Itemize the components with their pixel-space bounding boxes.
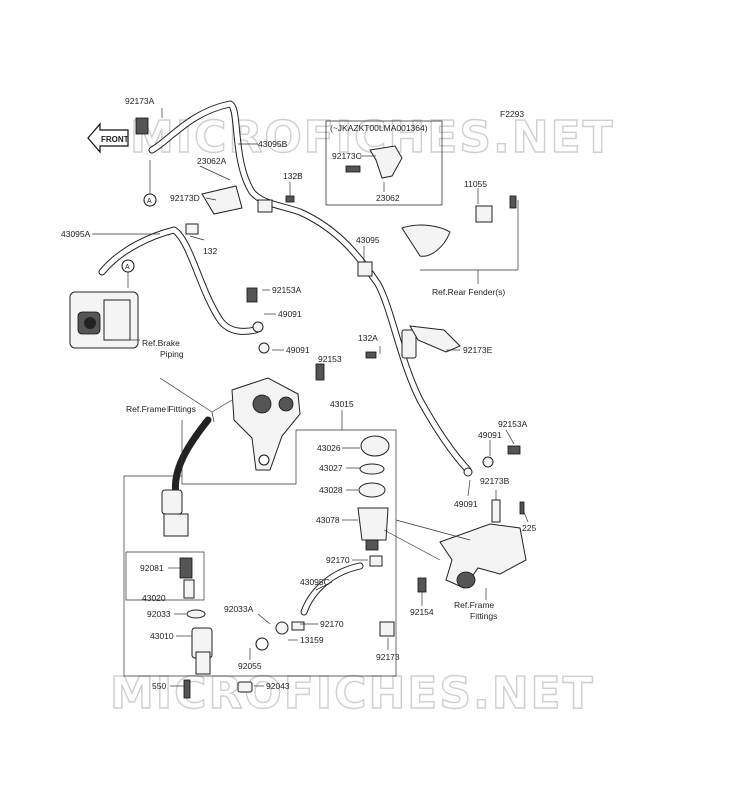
note-brake-piping-2: Piping xyxy=(160,349,184,359)
fittings-shapes xyxy=(135,117,525,651)
marker-a-mid-label: A xyxy=(125,264,130,271)
label-23062A: 23062A xyxy=(197,156,227,166)
label-43095: 43095 xyxy=(356,235,380,245)
note-frame-fittings-left: Ref.Frame Fittings xyxy=(126,404,196,414)
leader-lines xyxy=(92,108,529,687)
label-92173B: 92173B xyxy=(480,476,510,486)
label-49091-d: 49091 xyxy=(454,499,478,509)
label-49091-c: 49091 xyxy=(478,430,502,440)
label-11055: 11055 xyxy=(464,179,487,189)
label-92173E: 92173E xyxy=(463,345,493,355)
master-cylinder-bracket-shape xyxy=(231,377,301,471)
label-92055: 92055 xyxy=(238,661,262,671)
label-43095B: 43095B xyxy=(258,139,288,149)
pushrod-assembly-shape xyxy=(161,489,253,699)
label-23062: 23062 xyxy=(376,193,400,203)
reservoir-assembly-shape xyxy=(357,435,390,551)
label-92033A: 92033A xyxy=(224,604,254,614)
note-rear-fender: Ref.Rear Fender(s) xyxy=(432,287,505,297)
label-92170-b: 92170 xyxy=(320,619,344,629)
label-92154: 92154 xyxy=(410,607,434,617)
marker-a-mid: A xyxy=(121,259,135,273)
front-arrow-icon: FRONT xyxy=(87,122,129,154)
label-13159: 13159 xyxy=(300,635,324,645)
label-43078: 43078 xyxy=(316,515,340,525)
label-92081: 92081 xyxy=(140,563,164,573)
label-43010: 43010 xyxy=(150,631,174,641)
label-92173C: 92173C xyxy=(332,151,362,161)
note-frame-fittings-right-1: Ref.Frame xyxy=(454,600,494,610)
label-43095C: 43095C xyxy=(300,577,330,587)
bracket-23062-shape xyxy=(345,145,403,179)
diagram-code: F2293 xyxy=(500,109,524,119)
label-92173A: 92173A xyxy=(125,96,155,106)
label-132A: 132A xyxy=(358,333,378,343)
label-225: 225 xyxy=(522,523,536,533)
label-43015: 43015 xyxy=(330,399,354,409)
label-92043: 92043 xyxy=(266,681,290,691)
label-92170-a: 92170 xyxy=(326,555,350,565)
label-43026: 43026 xyxy=(317,443,341,453)
rear-master-cylinder-shape xyxy=(439,523,527,589)
part-labels: 92173A 43095B 23062A 92173D 132B 132 430… xyxy=(61,96,536,691)
label-49091-a: 49091 xyxy=(278,309,302,319)
label-92153A-right: 92153A xyxy=(498,419,528,429)
label-92033: 92033 xyxy=(147,609,171,619)
label-43028: 43028 xyxy=(319,485,343,495)
label-92153A-top: 92153A xyxy=(272,285,302,295)
note-frame-fittings-right-2: Fittings xyxy=(470,611,497,621)
label-43027: 43027 xyxy=(319,463,343,473)
label-550: 550 xyxy=(152,681,166,691)
watermark-top: MICROFICHES.NET xyxy=(130,112,615,163)
marker-a-top-label: A xyxy=(147,198,152,205)
serial-note-box xyxy=(325,120,443,206)
label-49091-b: 49091 xyxy=(286,345,310,355)
label-92173: 92173 xyxy=(376,652,400,662)
label-132B: 132B xyxy=(283,171,303,181)
front-arrow-label: FRONT xyxy=(101,135,129,144)
label-92153: 92153 xyxy=(318,354,342,364)
label-43095A: 43095A xyxy=(61,229,91,239)
note-brake-piping-1: Ref.Brake xyxy=(142,338,180,348)
abs-unit-shape xyxy=(69,291,139,349)
marker-a-top: A xyxy=(143,193,157,207)
label-132: 132 xyxy=(203,246,217,256)
brake-hoses xyxy=(98,100,472,616)
label-92173D: 92173D xyxy=(170,193,200,203)
serial-note: (~JKAZKT00LMA001364) xyxy=(330,123,428,133)
label-43020: 43020 xyxy=(142,593,166,603)
